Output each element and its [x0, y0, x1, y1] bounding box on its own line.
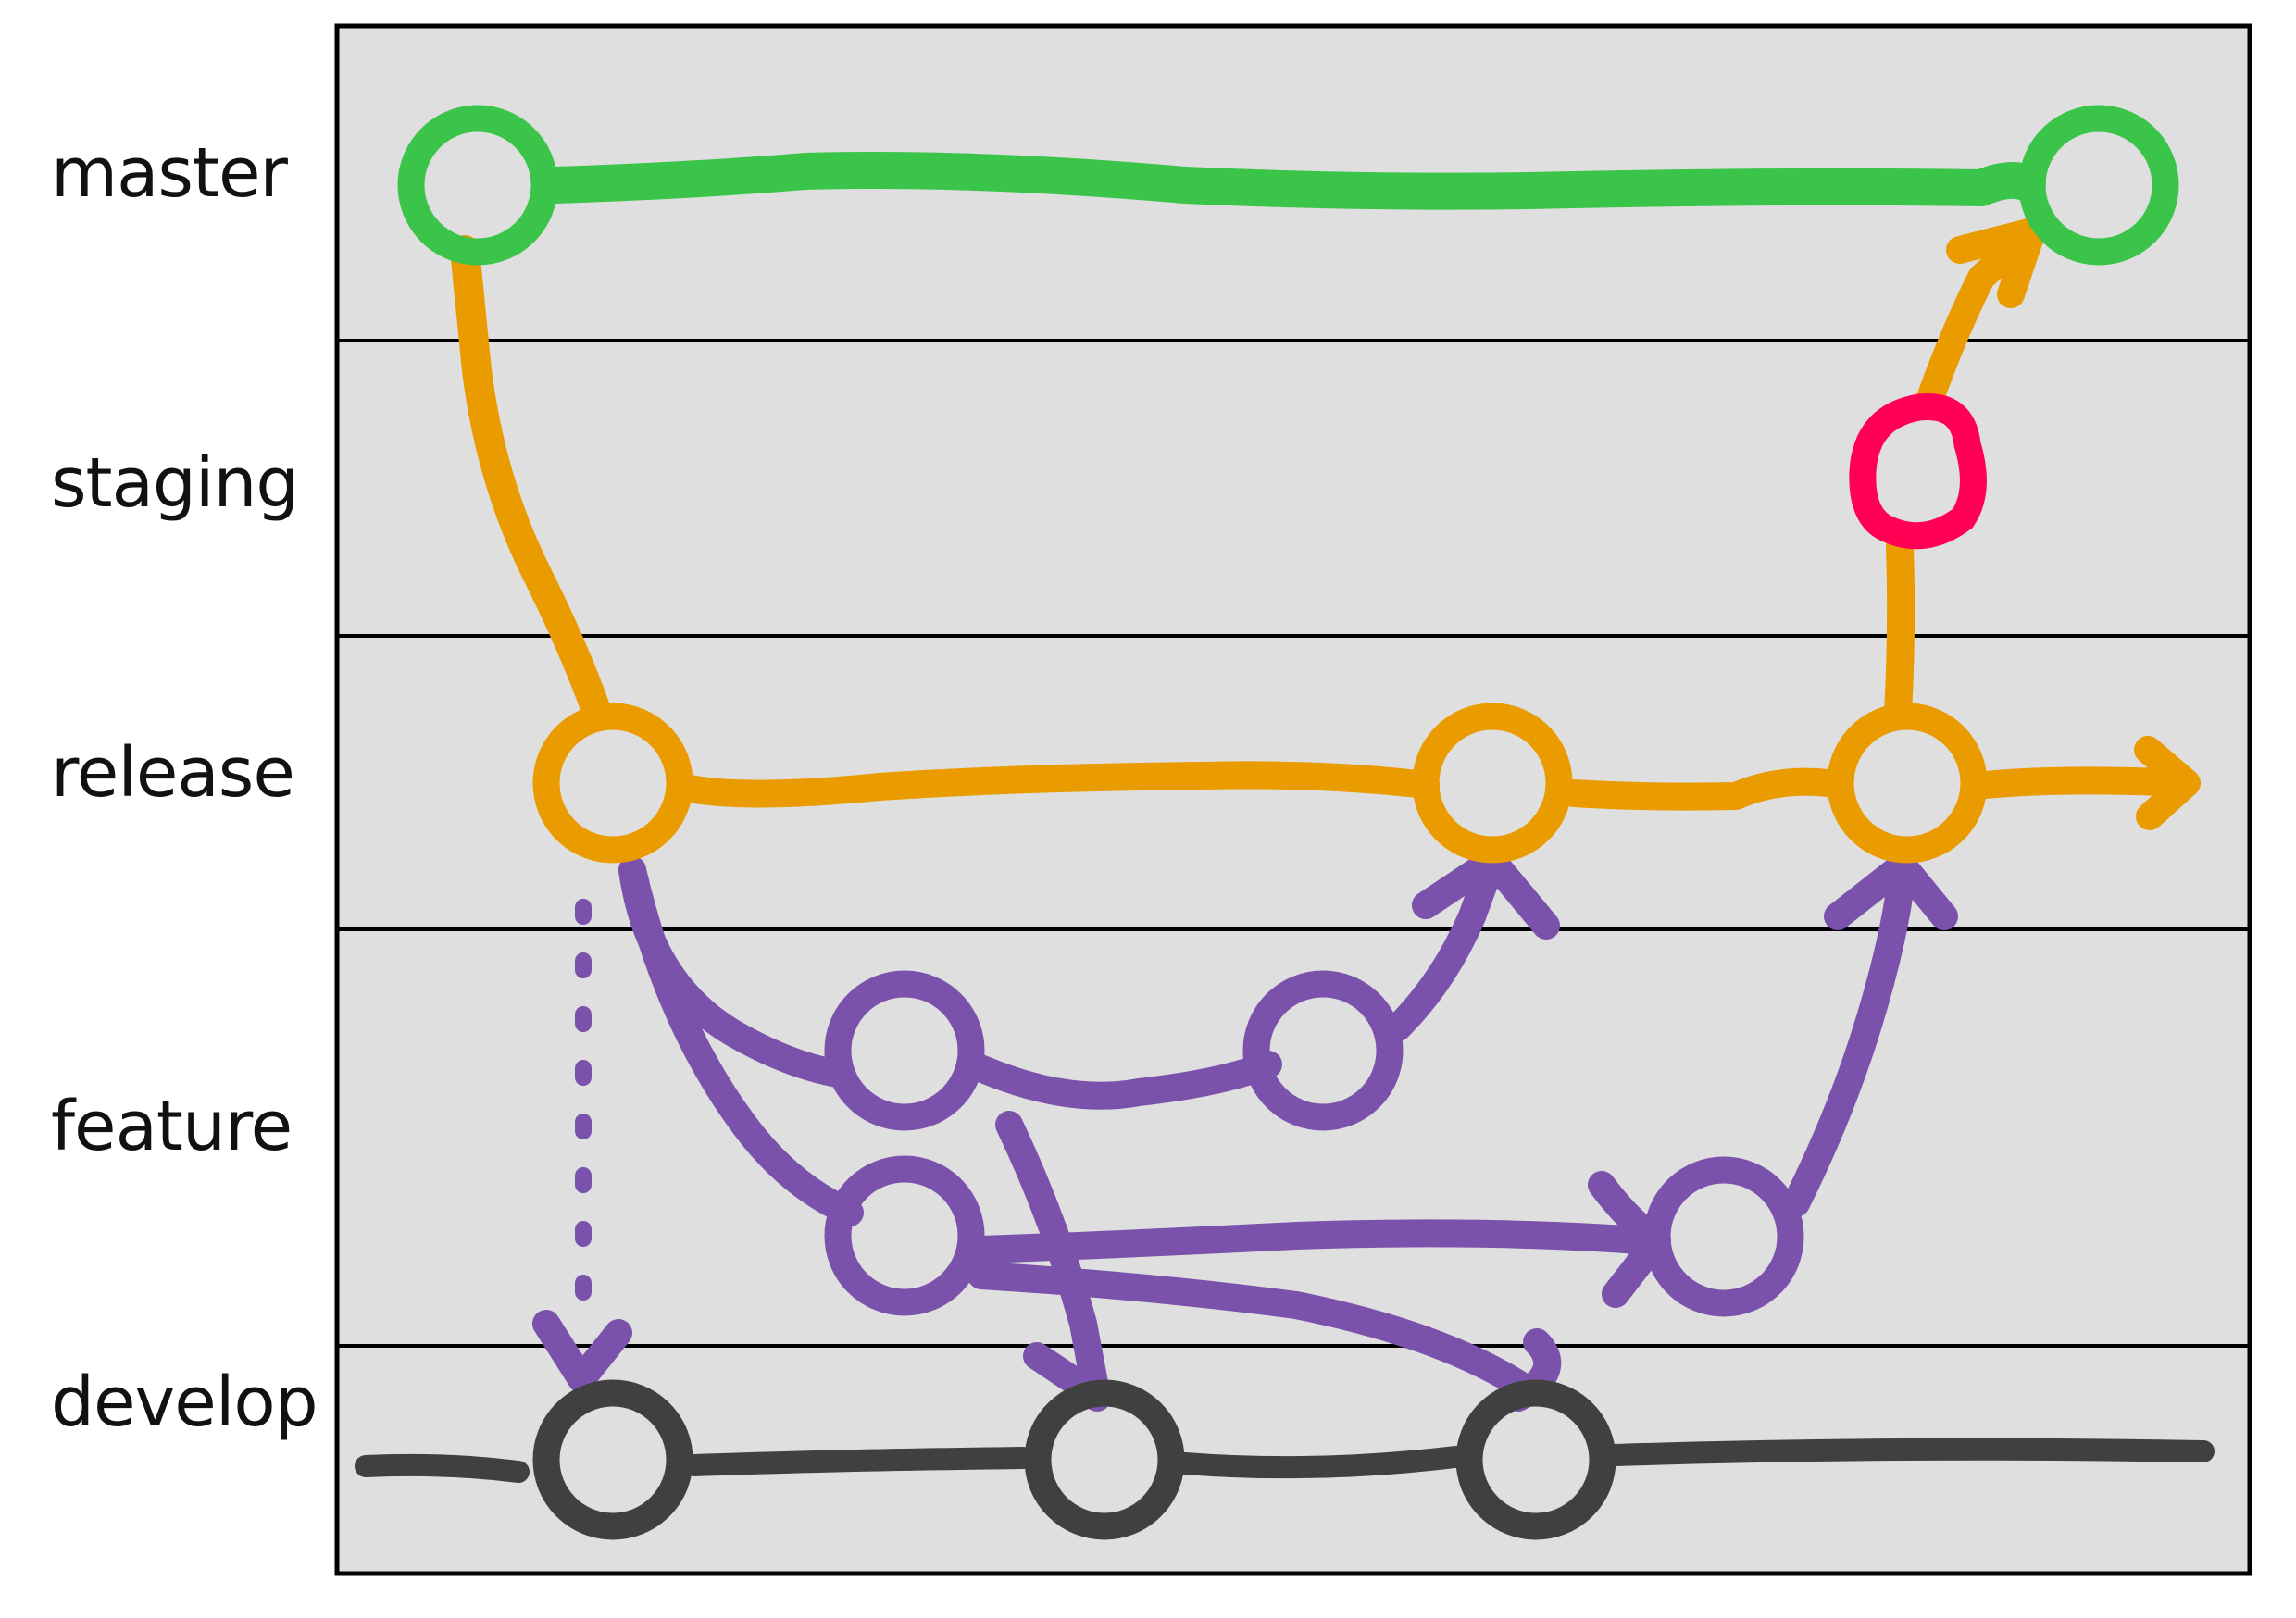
lane-label-master: master: [51, 133, 288, 213]
commit-feature-2[interactable]: [1242, 970, 1404, 1131]
commit-develop-2[interactable]: [1024, 1379, 1185, 1540]
commit-nodes: [397, 105, 2179, 1540]
commit-release-2[interactable]: [1412, 703, 1573, 864]
release-branch-from-master: [450, 235, 612, 728]
lane-label-feature: feature: [51, 1087, 293, 1166]
release-to-master-path: [1884, 218, 2046, 727]
commit-develop-3[interactable]: [1455, 1379, 1616, 1540]
commit-release-3[interactable]: [1827, 703, 1988, 864]
commit-develop-1[interactable]: [532, 1379, 693, 1540]
commit-feature-1[interactable]: [824, 970, 985, 1131]
commit-master-2[interactable]: [2018, 105, 2179, 266]
lane-label-release: release: [51, 733, 295, 813]
release-branch-line: [667, 736, 2201, 830]
commit-feature-4[interactable]: [1643, 1156, 1804, 1317]
master-branch-line: [537, 152, 2046, 210]
dotted-merge-arrow: [532, 899, 632, 1393]
commit-staging-1[interactable]: [1849, 393, 1987, 550]
commit-feature-3[interactable]: [824, 1155, 985, 1316]
lane-label-staging: staging: [51, 443, 299, 523]
develop-branch-line: [355, 1438, 2215, 1483]
diagram-frame: [334, 23, 2252, 1576]
commit-master-1[interactable]: [397, 105, 558, 266]
feature-branch-paths: [618, 847, 1958, 1412]
commit-release-1[interactable]: [532, 703, 693, 864]
lane-label-develop: develop: [51, 1363, 318, 1442]
